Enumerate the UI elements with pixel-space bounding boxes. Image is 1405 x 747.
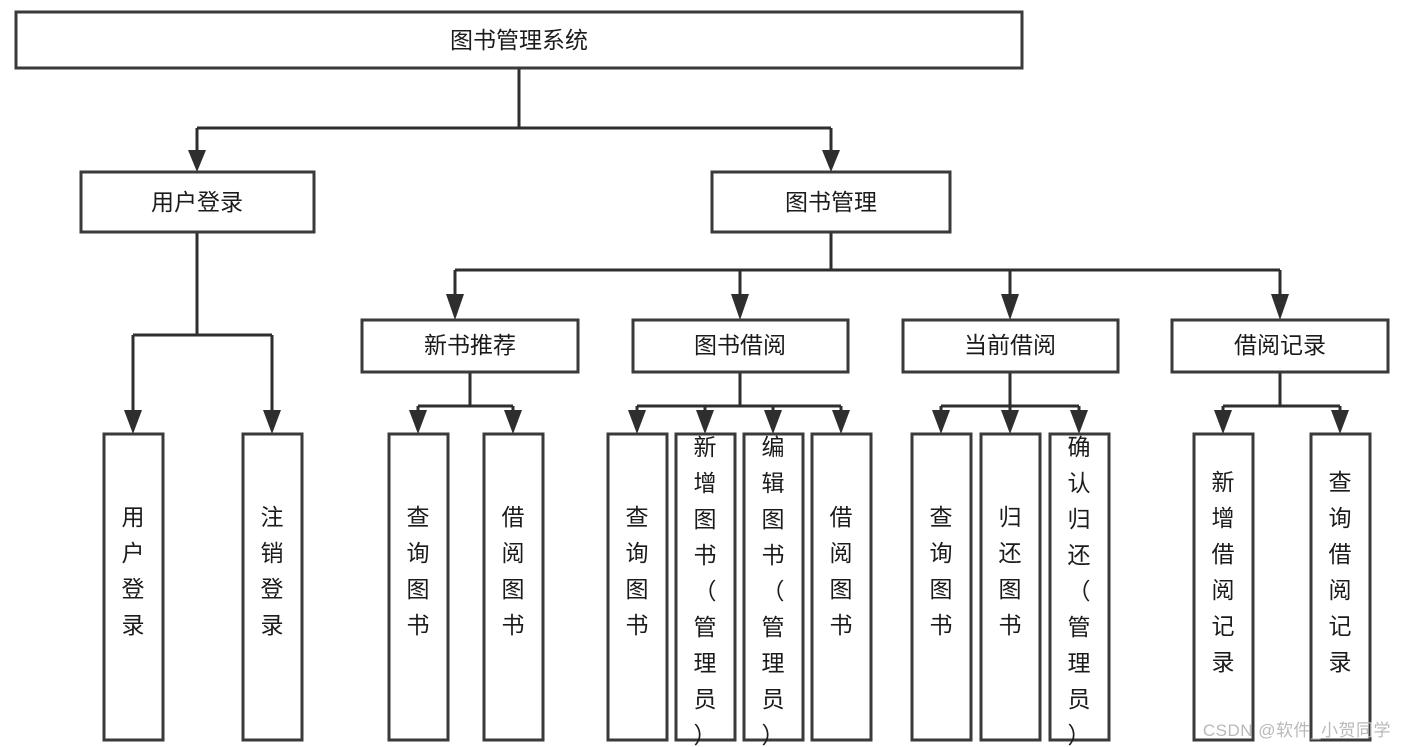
leaf-box-leaf-query-record[interactable] <box>1309 432 1372 742</box>
node-current-borrow-label: 当前借阅 <box>964 332 1056 358</box>
connector-group-root <box>188 68 840 172</box>
arrow-head-leaf-borrow-book-1 <box>504 410 522 434</box>
leaf-node-leaf-edit-book[interactable]: 编辑图书（管理员） <box>742 432 805 747</box>
leaf-node-leaf-add-record[interactable]: 新增借阅记录 <box>1192 432 1255 742</box>
arrow-head-leaf-add-book <box>696 410 714 434</box>
node-borrow-records[interactable]: 借阅记录 <box>1170 318 1390 374</box>
node-book-management[interactable]: 图书管理 <box>710 170 952 234</box>
leaf-box-leaf-user-logout[interactable] <box>241 432 304 742</box>
leaf-label-leaf-query-book-1: 查询图书 <box>407 504 430 638</box>
node-user-login-label: 用户登录 <box>151 189 243 215</box>
arrow-head-leaf-add-record <box>1214 410 1232 434</box>
arrow-head-new-book-recommend <box>446 294 464 320</box>
leaf-node-leaf-borrow-book-2[interactable]: 借阅图书 <box>810 432 873 742</box>
leaf-label-leaf-borrow-book-1: 借阅图书 <box>502 504 525 638</box>
node-root[interactable]: 图书管理系统 <box>14 10 1024 70</box>
arrow-head-leaf-user-login <box>124 410 142 434</box>
node-user-login-box[interactable] <box>79 170 316 234</box>
leaf-box-leaf-borrow-book-1[interactable] <box>482 432 545 742</box>
leaf-node-leaf-query-book-1[interactable]: 查询图书 <box>387 432 450 742</box>
leaf-label-leaf-user-login: 用户登录 <box>122 504 145 638</box>
node-current-borrow[interactable]: 当前借阅 <box>901 318 1120 374</box>
leaf-node-leaf-confirm-return[interactable]: 确认归还（管理员） <box>1048 432 1111 747</box>
arrow-head-leaf-query-book-2 <box>628 410 646 434</box>
leaf-label-leaf-borrow-book-2: 借阅图书 <box>830 504 853 638</box>
arrow-head-user-login <box>188 150 206 172</box>
leaf-node-leaf-user-logout[interactable]: 注销登录 <box>241 432 304 742</box>
leaf-label-leaf-query-record: 查询借阅记录 <box>1329 469 1352 675</box>
arrow-head-borrow-records <box>1271 294 1289 320</box>
leaf-node-leaf-user-login[interactable]: 用户登录 <box>102 432 165 742</box>
leaf-box-leaf-edit-book[interactable] <box>742 432 805 742</box>
connector-group-borrow-records <box>1214 372 1349 434</box>
node-current-borrow-box[interactable] <box>901 318 1120 374</box>
leaf-label-leaf-confirm-return: 确认归还（管理员） <box>1068 434 1091 747</box>
leaf-box-leaf-query-book-2[interactable] <box>606 432 669 742</box>
leaf-box-leaf-query-book-3[interactable] <box>910 432 973 742</box>
connector-group-user-login <box>124 232 281 434</box>
node-new-book-recommend-label: 新书推荐 <box>424 332 516 358</box>
leaf-node-leaf-borrow-book-1[interactable]: 借阅图书 <box>482 432 545 742</box>
arrow-head-leaf-query-book-1 <box>409 410 427 434</box>
leaf-label-leaf-query-book-2: 查询图书 <box>626 504 649 638</box>
node-book-management-box[interactable] <box>710 170 952 234</box>
arrow-head-leaf-user-logout <box>263 410 281 434</box>
node-book-borrow-box[interactable] <box>631 318 850 374</box>
leaf-box-leaf-return-book[interactable] <box>979 432 1042 742</box>
leaf-node-leaf-query-book-2[interactable]: 查询图书 <box>606 432 669 742</box>
connector-group-current-borrow <box>932 372 1088 434</box>
node-borrow-records-box[interactable] <box>1170 318 1390 374</box>
node-new-book-recommend[interactable]: 新书推荐 <box>360 318 580 374</box>
arrow-head-leaf-return-book <box>1001 410 1019 434</box>
node-user-login[interactable]: 用户登录 <box>79 170 316 234</box>
arrow-head-leaf-confirm-return <box>1070 410 1088 434</box>
node-root-box[interactable] <box>14 10 1024 70</box>
leaf-label-leaf-add-book: 新增图书（管理员） <box>694 434 717 747</box>
node-book-borrow[interactable]: 图书借阅 <box>631 318 850 374</box>
node-borrow-records-label: 借阅记录 <box>1234 332 1326 358</box>
arrow-head-leaf-edit-book <box>764 410 782 434</box>
node-new-book-recommend-box[interactable] <box>360 318 580 374</box>
leaf-node-leaf-return-book[interactable]: 归还图书 <box>979 432 1042 742</box>
node-book-management-label: 图书管理 <box>785 189 877 215</box>
leaf-label-leaf-edit-book: 编辑图书（管理员） <box>762 434 785 747</box>
arrow-head-book-borrow <box>731 294 749 320</box>
connector-group-book-borrow <box>628 372 850 434</box>
leaf-node-leaf-add-book[interactable]: 新增图书（管理员） <box>674 432 737 747</box>
leaf-label-leaf-add-record: 新增借阅记录 <box>1212 469 1235 675</box>
leaf-label-leaf-user-logout: 注销登录 <box>261 504 284 638</box>
leaf-box-leaf-user-login[interactable] <box>102 432 165 742</box>
leaf-box-leaf-add-record[interactable] <box>1192 432 1255 742</box>
leaf-label-leaf-return-book: 归还图书 <box>999 504 1022 638</box>
leaf-box-leaf-borrow-book-2[interactable] <box>810 432 873 742</box>
arrow-head-book-management <box>822 150 840 172</box>
leaf-label-leaf-query-book-3: 查询图书 <box>930 504 953 638</box>
node-book-borrow-label: 图书借阅 <box>694 332 786 358</box>
connector-group-book-management <box>446 232 1289 320</box>
arrow-head-leaf-borrow-book-2 <box>832 410 850 434</box>
arrow-head-leaf-query-book-3 <box>932 410 950 434</box>
leaf-box-leaf-confirm-return[interactable] <box>1048 432 1111 742</box>
leaf-box-leaf-add-book[interactable] <box>674 432 737 742</box>
leaf-node-leaf-query-book-3[interactable]: 查询图书 <box>910 432 973 742</box>
arrow-head-current-borrow <box>1001 294 1019 320</box>
leaf-box-leaf-query-book-1[interactable] <box>387 432 450 742</box>
leaf-node-leaf-query-record[interactable]: 查询借阅记录 <box>1309 432 1372 742</box>
arrow-head-leaf-query-record <box>1331 410 1349 434</box>
connector-group-new-book-recommend <box>409 372 522 434</box>
node-root-label: 图书管理系统 <box>450 27 588 53</box>
